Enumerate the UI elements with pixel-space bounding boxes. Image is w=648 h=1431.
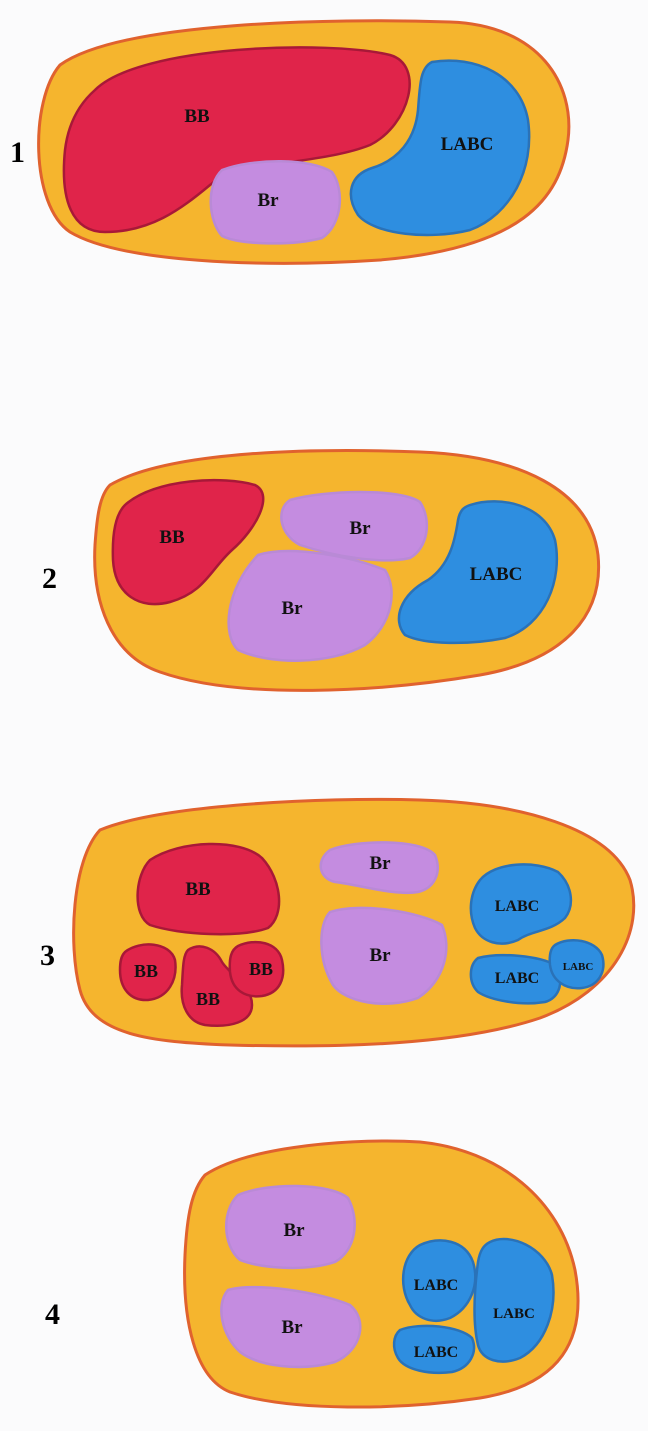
section-2: 2 BB Br Br LABC [42, 451, 599, 691]
section-4-number: 4 [45, 1298, 60, 1331]
section-4-labc-right-label: LABC [493, 1306, 535, 1322]
section-4-br-upper-label: Br [283, 1220, 305, 1241]
section-2-labc-label: LABC [470, 564, 523, 585]
section-3-bb-middle-label: BB [196, 989, 220, 1009]
section-3-br-lower-label: Br [369, 945, 391, 966]
section-2-bb-label: BB [159, 527, 185, 548]
section-3-bb-left-label: BB [134, 961, 158, 981]
section-4-labc-lower-label: LABC [414, 1344, 458, 1361]
section-2-br-lower-label: Br [281, 598, 303, 619]
section-1-bb-label: BB [184, 106, 210, 127]
section-3: 3 BB BB BB BB Br Br LABC LABC LABC [40, 799, 634, 1046]
section-1-br-label: Br [257, 190, 279, 211]
section-2-br-lower [229, 551, 392, 661]
section-1-labc-label: LABC [441, 134, 494, 155]
section-3-labc-small-label: LABC [563, 961, 594, 973]
section-3-bb-large-label: BB [185, 879, 211, 900]
section-1-number: 1 [10, 136, 25, 169]
section-3-br-upper-label: Br [369, 853, 391, 874]
section-2-br-upper-label: Br [349, 518, 371, 539]
section-4-labc-upper-label: LABC [414, 1277, 458, 1294]
section-3-labc-lower-label: LABC [495, 970, 539, 987]
section-3-labc-upper-label: LABC [495, 898, 539, 915]
section-4: 4 Br Br LABC LABC LABC [45, 1141, 578, 1407]
section-3-bb-right-label: BB [249, 959, 273, 979]
section-4-br-lower-label: Br [281, 1317, 303, 1338]
section-1: 1 BB Br LABC [10, 21, 569, 263]
section-2-number: 2 [42, 562, 57, 595]
section-3-number: 3 [40, 939, 55, 972]
